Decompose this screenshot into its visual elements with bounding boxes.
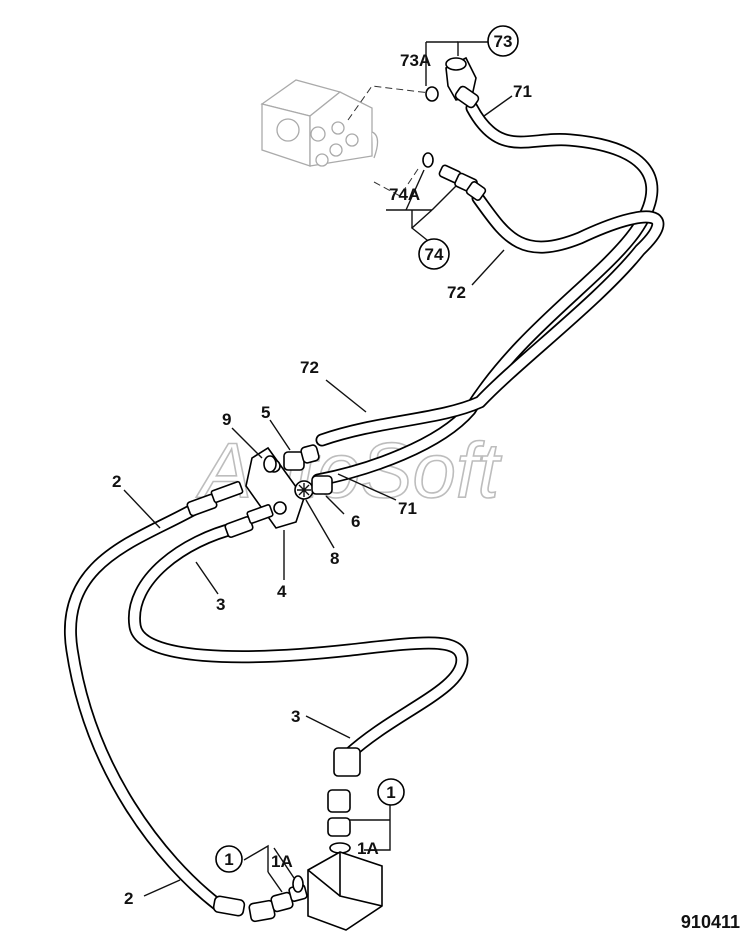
callout-9: 9	[222, 410, 231, 429]
valve-block-ghost	[260, 79, 379, 167]
callout-circle-1-left	[215, 845, 243, 873]
hose-3	[127, 521, 469, 762]
elbow-fitting-73	[445, 56, 480, 109]
o-ring-74a	[422, 152, 434, 168]
dashed-guides	[347, 85, 439, 197]
callout-3-lower: 3	[291, 707, 300, 726]
hose-71	[311, 101, 659, 487]
lock-washer-9	[263, 455, 277, 473]
fitting-hose-2-lower	[212, 884, 308, 923]
nut-8	[294, 480, 314, 500]
callout-1a-left: 1A	[271, 852, 293, 871]
callout-1-right: 1	[386, 783, 395, 802]
valve-body-bottom	[307, 851, 383, 931]
callout-circle-73	[487, 25, 519, 57]
callout-73a: 73A	[400, 51, 431, 70]
callout-4: 4	[277, 582, 287, 601]
callout-5: 5	[261, 403, 270, 422]
callout-2-upper: 2	[112, 472, 121, 491]
hose-72	[315, 191, 665, 447]
callout-circle-1-right	[377, 778, 405, 806]
callout-72-mid: 72	[300, 358, 319, 377]
leader-lines	[123, 41, 513, 897]
fitting-74	[438, 164, 487, 201]
fitting-hose-2-upper	[186, 480, 244, 517]
callout-1-left: 1	[224, 850, 233, 869]
callout-1a-right: 1A	[357, 839, 379, 858]
callout-72-top: 72	[447, 283, 466, 302]
connector-5	[283, 444, 320, 471]
callout-3-upper: 3	[216, 595, 225, 614]
callout-74a: 74A	[389, 185, 420, 204]
callout-71-mid: 71	[398, 499, 417, 518]
drawing-number: 910411	[681, 912, 740, 932]
connector-6	[311, 475, 333, 495]
callout-circle-74	[418, 238, 450, 270]
o-ring-73a	[425, 86, 439, 102]
callout-71-top: 71	[513, 82, 532, 101]
fitting-hose-3-upper	[224, 504, 274, 538]
hose-2	[63, 501, 225, 912]
fitting-hose-3-lower	[327, 747, 361, 837]
callout-74: 74	[425, 245, 444, 264]
callout-73: 73	[494, 32, 513, 51]
o-ring-1a-left	[292, 875, 304, 893]
callout-6: 6	[351, 512, 360, 531]
callout-8: 8	[330, 549, 339, 568]
callout-2-lower: 2	[124, 889, 133, 908]
